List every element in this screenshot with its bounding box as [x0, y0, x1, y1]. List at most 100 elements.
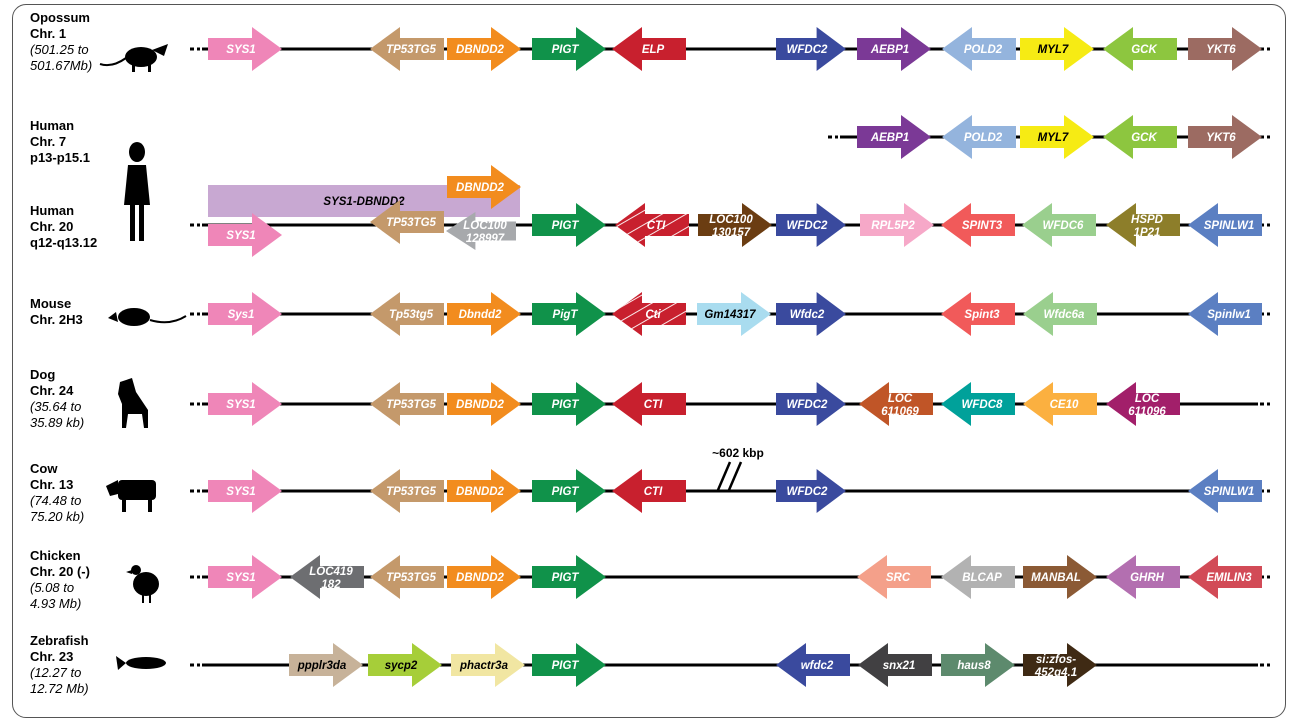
gene-label: Spint3: [964, 309, 1000, 321]
gene-arrow-shape: [612, 27, 686, 71]
gene-arrow: DBNDD2: [447, 27, 521, 71]
gene-label: WFDC2: [787, 399, 828, 411]
gene-arrow: TP53TG5: [370, 382, 444, 426]
gene-arrow-shape: [942, 27, 1016, 71]
gene-stripes: [612, 292, 686, 336]
gene-arrow-shape: [941, 203, 1015, 247]
gene-arrow: snx21: [858, 643, 932, 687]
gene-arrow: WFDC2: [776, 469, 846, 513]
gene-label: Gm14317: [704, 309, 756, 321]
gene-label: 128997: [466, 233, 505, 245]
gene-arrow: DBNDD2: [447, 469, 521, 513]
gene-arrow-shape: [1023, 382, 1097, 426]
gene-arrow: SYS1: [208, 213, 282, 257]
gene-arrow: RPL5P2: [860, 203, 934, 247]
gene-arrow: Tp53tg5: [370, 292, 444, 336]
gene-arrow-shape: [208, 185, 520, 217]
gene-arrow-shape: [1020, 27, 1094, 71]
gene-arrow-shape: [447, 469, 521, 513]
gene-label: 182: [321, 579, 341, 591]
gene-label: WFDC2: [787, 44, 828, 56]
chicken-silhouette: [126, 565, 159, 603]
gene-arrow: CTI: [612, 382, 686, 426]
gene-label: 611069: [881, 406, 919, 418]
gene-arrow-shape: [941, 382, 1015, 426]
gene-arrow: PIGT: [532, 555, 606, 599]
gene-label: DBNDD2: [456, 486, 505, 498]
gene-label: LOC: [1135, 393, 1160, 405]
gene-arrow: DBNDD2: [447, 165, 521, 209]
gene-arrow-shape: [1020, 115, 1094, 159]
gene-arrow: POLD2: [942, 115, 1016, 159]
gene-arrow: phactr3a: [451, 643, 525, 687]
gene-label: AEBP1: [870, 44, 909, 56]
gene-arrow-shape: [447, 27, 521, 71]
gene-arrow-shape: [776, 469, 846, 513]
gene-stripes: [615, 203, 689, 247]
gene-arrow-shape: [208, 555, 282, 599]
gene-arrow-shape: [532, 555, 606, 599]
gene-label: SRC: [886, 572, 911, 584]
gene-arrow: WFDC2: [776, 27, 846, 71]
gene-label: 130157: [712, 227, 751, 239]
gene-label: MYL7: [1038, 132, 1069, 144]
gene-label: LOC100: [709, 214, 753, 226]
gene-arrow: GHRH: [1106, 555, 1180, 599]
gene-arrow-shape: [447, 165, 521, 209]
gene-label: POLD2: [964, 132, 1003, 144]
gene-arrow-shape: [447, 555, 521, 599]
gene-arrow-shape: [1106, 382, 1180, 426]
gene-label: HSPD: [1131, 214, 1163, 226]
gene-arrow-shape: [1023, 643, 1097, 687]
gene-label: GHRH: [1130, 572, 1165, 584]
gene-arrow-shape: [858, 643, 932, 687]
gene-label: POLD2: [964, 44, 1003, 56]
gene-arrow-shape: [447, 382, 521, 426]
gene-label: GCK: [1131, 44, 1157, 56]
gene-arrow: Spinlw1: [1188, 292, 1262, 336]
gene-label: PIGT: [552, 399, 580, 411]
gene-arrow: Sys1: [208, 292, 282, 336]
gene-arrow-shape: [776, 203, 846, 247]
gene-arrow: POLD2: [942, 27, 1016, 71]
gene-arrow-shape: [857, 115, 931, 159]
zebrafish-silhouette: [116, 656, 166, 670]
gene-arrow-shape: [532, 27, 606, 71]
gene-arrow: MYL7: [1020, 115, 1094, 159]
gene-arrow: MYL7: [1020, 27, 1094, 71]
gene-label: PIGT: [552, 660, 580, 672]
gene-label: BLCAP: [962, 572, 1002, 584]
gene-arrow: SPINT3: [941, 203, 1015, 247]
species-label-dog: Dog Chr. 24 (35.64 to 35.89 kb): [30, 367, 85, 430]
gene-label: DBNDD2: [456, 572, 505, 584]
gene-arrow: EMILIN3: [1188, 555, 1262, 599]
gene-label: Tp53tg5: [389, 309, 434, 321]
gene-arrow-shape: [698, 203, 772, 247]
gene-arrow-shape: [532, 203, 606, 247]
gene-arrow-shape: [1188, 555, 1262, 599]
gene-arrow: WFDC8: [941, 382, 1015, 426]
gene-label: PIGT: [552, 44, 580, 56]
gene-arrow: GCK: [1103, 27, 1177, 71]
gene-arrow: TP53TG5: [370, 27, 444, 71]
gap-label: ~602 kbp: [712, 446, 764, 460]
gene-label: WFDC2: [787, 486, 828, 498]
gene-arrow: SYS1: [208, 382, 282, 426]
gene-arrow-shape: [776, 292, 846, 336]
gene-arrow: si:zfos-452g4.1: [1023, 643, 1097, 687]
gene-arrow: SPINLW1: [1188, 203, 1262, 247]
gene-arrow: YKT6: [1188, 115, 1262, 159]
gene-arrow-shape: [208, 382, 282, 426]
gene-arrow: PIGT: [532, 469, 606, 513]
gene-label: SYS1: [226, 486, 255, 498]
gene-arrow-shape: [776, 27, 846, 71]
gene-label: PIGT: [552, 572, 580, 584]
gene-arrow: CTI: [612, 469, 686, 513]
gene-arrow-shape: [370, 469, 444, 513]
gene-label: CE10: [1050, 399, 1079, 411]
gene-arrow: WFDC2: [776, 203, 846, 247]
